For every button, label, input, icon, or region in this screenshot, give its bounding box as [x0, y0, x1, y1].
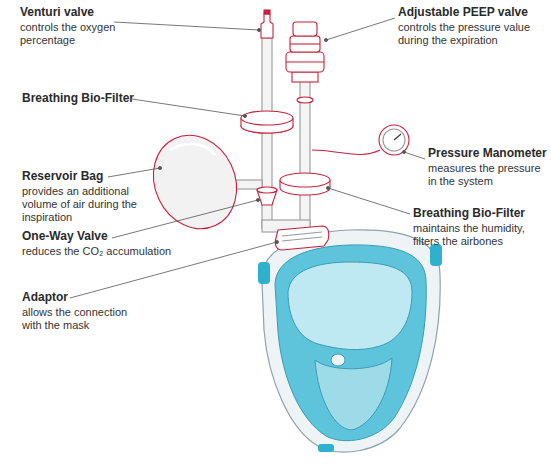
part-name: Pressure Manometer: [428, 147, 550, 160]
leader-dot: [324, 38, 327, 41]
venturi-valve: [261, 14, 273, 38]
peep-valve: [292, 72, 318, 82]
leader-line: [404, 152, 425, 159]
leader-line: [326, 18, 395, 40]
part-name: Breathing Bio-Filter: [22, 92, 172, 105]
manometer-hose: [312, 150, 380, 154]
part-name: Breathing Bio-Filter: [413, 207, 551, 220]
leader-dot: [257, 28, 260, 31]
leader-line: [328, 188, 410, 214]
mask-shell: [275, 245, 426, 441]
part-description: reduces the CO₂ accumulation: [22, 245, 212, 258]
peep-valve: [286, 52, 324, 72]
leader-dot: [275, 240, 278, 243]
peep-valve: [293, 22, 317, 36]
part-name: Adaptor: [22, 291, 172, 304]
part-description: allows the connection with the mask: [22, 306, 147, 332]
mask-frame: [262, 230, 440, 452]
manometer: [379, 125, 409, 155]
part-name: Adjustable PEEP valve: [398, 6, 548, 19]
manometer-dial: [383, 129, 405, 151]
part-description: controls the oxygen percentage: [20, 21, 130, 47]
leader-line: [114, 22, 259, 30]
part-description: measures the pressure in the system: [428, 162, 546, 188]
leader-dot: [402, 150, 405, 153]
leader-dot: [256, 198, 259, 201]
part-name: Reservoir Bag: [22, 170, 172, 183]
bio-filter: [241, 111, 293, 125]
bio-filter: [280, 173, 330, 187]
peep-ring: [286, 61, 324, 62]
reservoir-bag: [138, 122, 251, 243]
part-name: Venturi valve: [20, 6, 170, 19]
mask-visor: [288, 262, 412, 350]
part-description: maintains the humidity, filters the airb…: [413, 222, 545, 248]
adaptor-grille: [282, 232, 322, 236]
bag-highlight: [170, 144, 215, 155]
leader-line: [132, 99, 245, 116]
tube-joint: [297, 97, 313, 103]
leader-dot: [243, 114, 246, 117]
snorkel-mask: [258, 230, 442, 452]
mask-chin: [315, 358, 392, 430]
mask-clip: [258, 262, 270, 284]
part-description: controls the pressure value during the e…: [398, 21, 546, 47]
part-description: provides an additional volume of air dur…: [22, 185, 142, 224]
leader-dot: [158, 166, 161, 169]
leader-line: [108, 168, 160, 177]
adaptor: [275, 226, 329, 250]
part-name: One-Way Valve: [22, 230, 172, 243]
adaptor-grille: [282, 237, 322, 241]
one-way-valve: [257, 187, 277, 193]
peep-ring: [290, 43, 320, 44]
venturi-tip: [264, 10, 270, 14]
manometer-needle: [394, 134, 401, 140]
tube: [234, 180, 262, 189]
circuit: [138, 10, 409, 250]
mask-clip: [430, 244, 442, 266]
peep-valve: [290, 36, 320, 52]
leader-dot: [326, 186, 329, 189]
mask-clip: [318, 444, 334, 452]
mask-valve: [331, 354, 345, 366]
